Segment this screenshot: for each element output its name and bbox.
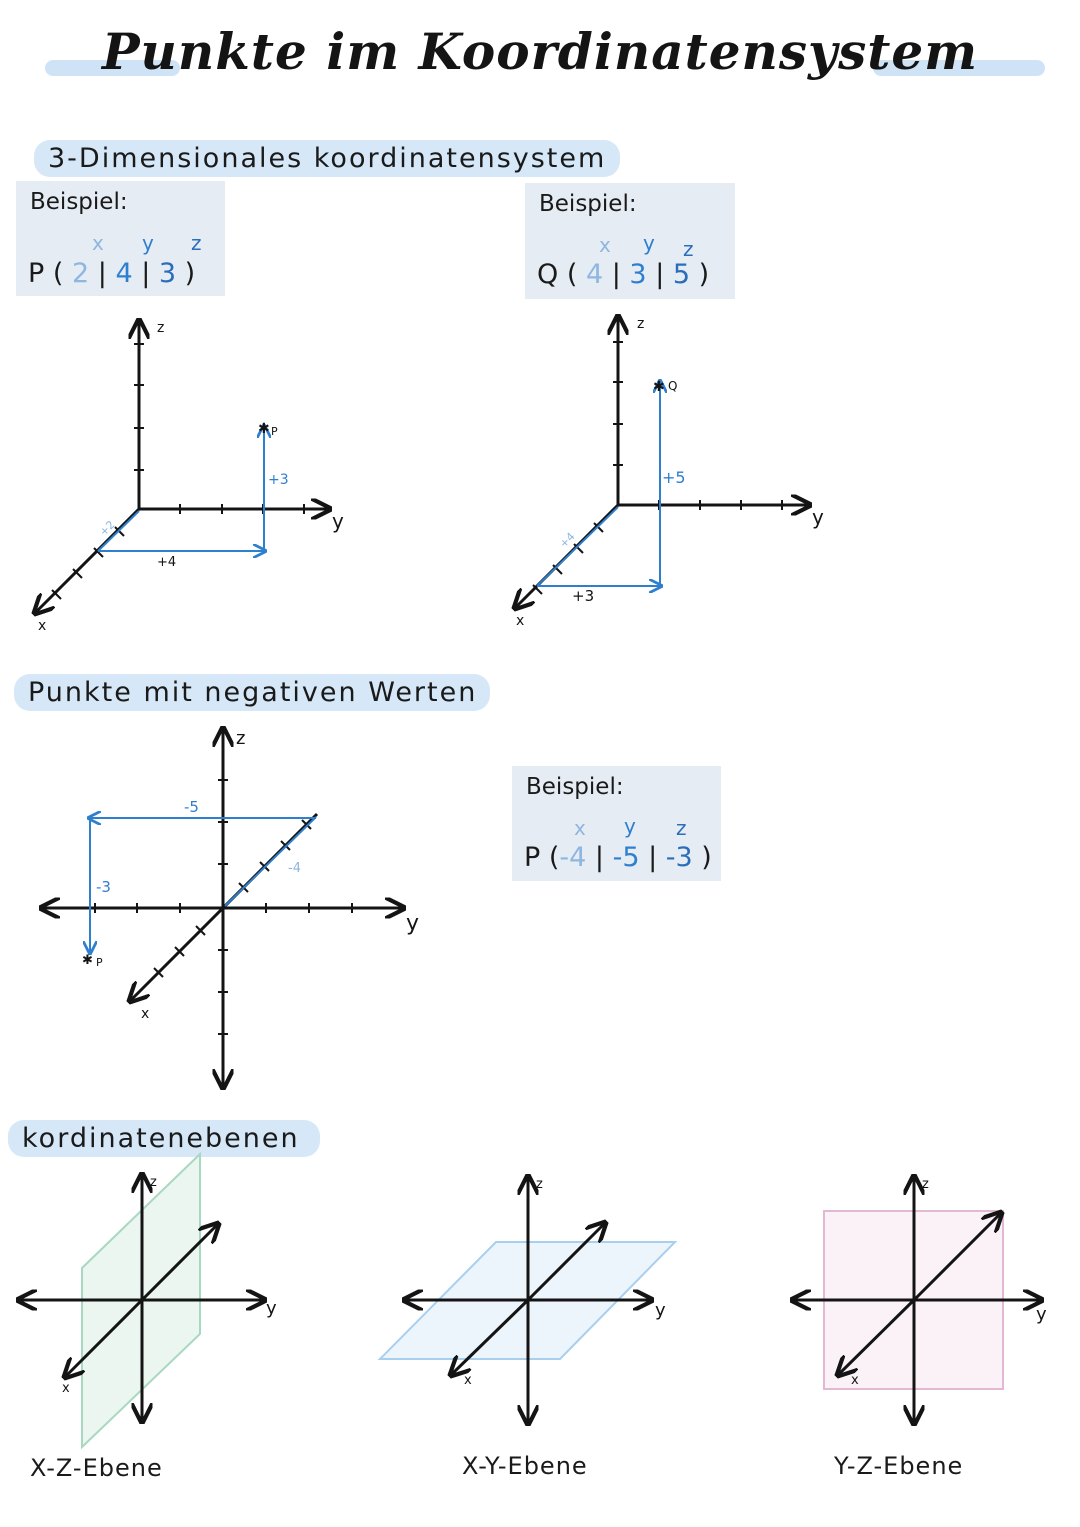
point-z-value: 3 <box>158 258 177 289</box>
point-x-value: -4 <box>559 842 587 873</box>
example-label: Beispiel: <box>526 774 624 800</box>
point-name: P <box>524 842 541 873</box>
x-axis <box>36 507 141 612</box>
step-z-label: +5 <box>662 468 686 487</box>
axis-label-x: x <box>92 231 104 255</box>
x-axis-label: x <box>38 618 46 634</box>
x-axis-label: x <box>464 1373 472 1388</box>
title-decoration-left <box>45 60 180 76</box>
svg-text:✱: ✱ <box>258 421 270 437</box>
example-box-p: Beispiel: x y z P ( 2 | 4 | 3 ) <box>16 181 225 296</box>
axis-label-z: z <box>676 816 687 840</box>
plane-label-xy: X-Y-Ebene <box>462 1452 588 1480</box>
y-axis-label: y <box>406 911 419 936</box>
point-q-label: Q <box>668 379 677 393</box>
point-negative-coordinates: P (-4 | -5 | -3 ) <box>524 842 712 873</box>
point-p-coordinates: P ( 2 | 4 | 3 ) <box>28 258 196 289</box>
x-axis-label: x <box>62 1381 70 1396</box>
step-z-label: +3 <box>268 472 289 488</box>
point-name: Q <box>537 259 559 290</box>
point-q-coordinates: Q ( 4 | 3 | 5 ) <box>537 259 710 290</box>
point-z-value: 5 <box>672 259 691 290</box>
step-y-label: -5 <box>184 798 199 816</box>
plane-label-xz: X-Z-Ebene <box>30 1454 163 1482</box>
point-y-value: 4 <box>115 258 133 289</box>
point-y-value: 3 <box>629 259 647 290</box>
step-y-label: +4 <box>157 555 176 570</box>
y-axis-label: y <box>332 509 344 533</box>
plane-yz-diagram: z y x <box>794 1177 1047 1422</box>
axis-label-x: x <box>574 816 586 840</box>
svg-text:✱: ✱ <box>82 953 93 968</box>
y-axis-label: y <box>655 1300 666 1321</box>
point-x-value: 2 <box>72 258 90 289</box>
z-axis-label: z <box>157 320 164 336</box>
y-axis-label: y <box>1036 1304 1047 1325</box>
point-negative-label: P <box>96 956 103 969</box>
axis-label-z: z <box>191 231 202 255</box>
page-title: Punkte im Koordinatensystem <box>101 22 979 81</box>
plane-label-yz: Y-Z-Ebene <box>834 1452 964 1480</box>
axis-label-y: y <box>624 814 636 838</box>
y-axis-label: y <box>812 505 824 529</box>
section-heading-3d: 3-Dimensionales koordinatensystem <box>34 140 621 177</box>
axis-label-x: x <box>599 233 611 257</box>
point-name: P <box>28 258 45 289</box>
plane-xz-diagram: z y x <box>20 1151 277 1450</box>
example-box-q: Beispiel: x y z Q ( 4 | 3 | 5 ) <box>525 183 735 299</box>
point-x-value: 4 <box>585 259 604 290</box>
section-heading-planes: kordinatenebenen <box>8 1120 320 1157</box>
example-box-negative: Beispiel: x y z P (-4 | -5 | -3 ) <box>512 766 721 881</box>
svg-text:✱: ✱ <box>653 379 665 395</box>
point-p-label: P <box>271 425 278 438</box>
step-z-label: -3 <box>96 878 111 896</box>
axis-label-y: y <box>142 231 154 255</box>
z-axis-label: z <box>536 1177 543 1192</box>
z-axis-label: z <box>637 316 644 332</box>
example-label: Beispiel: <box>30 189 128 215</box>
x-axis-label: x <box>851 1373 859 1388</box>
axis-label-y: y <box>643 231 655 255</box>
plane-xy-diagram: z y x <box>377 1177 678 1422</box>
example-label: Beispiel: <box>539 191 637 217</box>
y-axis-label: y <box>266 1298 277 1319</box>
z-axis-label: z <box>236 728 245 749</box>
title-decoration-right <box>873 60 1045 76</box>
x-axis-label: x <box>516 613 524 629</box>
section-heading-negative: Punkte mit negativen Werten <box>14 674 490 711</box>
x-axis-label: x <box>141 1006 149 1022</box>
axis-label-z: z <box>683 237 694 261</box>
point-y-value: -5 <box>612 842 640 873</box>
step-y-label: +3 <box>572 587 594 605</box>
step-x-label: -4 <box>288 861 301 876</box>
point-z-value: -3 <box>665 842 693 873</box>
z-axis-label: z <box>150 1175 157 1190</box>
z-axis-label: z <box>922 1177 929 1192</box>
